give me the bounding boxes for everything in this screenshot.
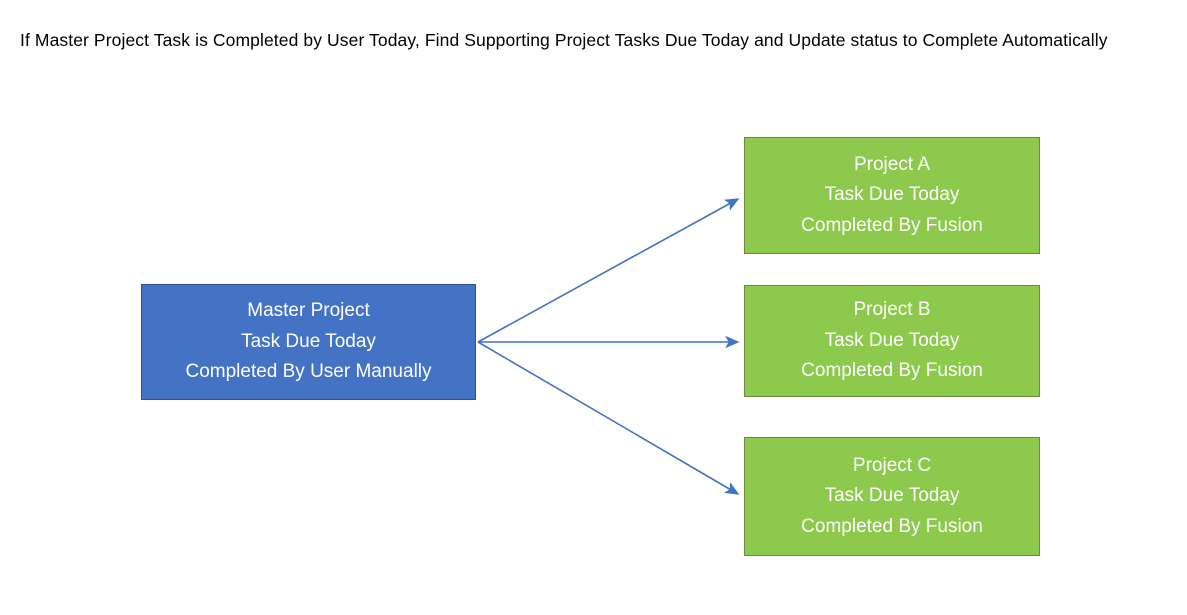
node-project-a-line-2: Task Due Today xyxy=(824,184,960,206)
arrow-master-to-project-c xyxy=(477,341,740,495)
node-master-project-line-2: Task Due Today xyxy=(241,330,376,352)
node-project-b[interactable]: Project B Task Due Today Completed By Fu… xyxy=(744,285,1040,397)
node-project-a[interactable]: Project A Task Due Today Completed By Fu… xyxy=(744,137,1040,254)
arrow-master-to-project-a xyxy=(477,198,740,343)
page-title: If Master Project Task is Completed by U… xyxy=(20,30,1108,50)
node-master-project-line-3: Completed By User Manually xyxy=(185,361,432,383)
node-project-a-line-1: Project A xyxy=(853,153,931,175)
node-project-c-line-3: Completed By Fusion xyxy=(801,515,983,537)
node-project-b-line-2: Task Due Today xyxy=(824,329,960,351)
node-master-project-line-1: Master Project xyxy=(247,300,370,322)
node-project-c-line-2: Task Due Today xyxy=(824,485,960,507)
node-project-a-line-3: Completed By Fusion xyxy=(801,214,983,236)
node-project-c-line-1: Project C xyxy=(852,454,932,476)
node-project-c[interactable]: Project C Task Due Today Completed By Fu… xyxy=(744,437,1040,556)
node-project-b-line-3: Completed By Fusion xyxy=(801,360,983,382)
node-master-project[interactable]: Master Project Task Due Today Completed … xyxy=(141,284,476,400)
node-project-b-line-1: Project B xyxy=(853,299,931,321)
